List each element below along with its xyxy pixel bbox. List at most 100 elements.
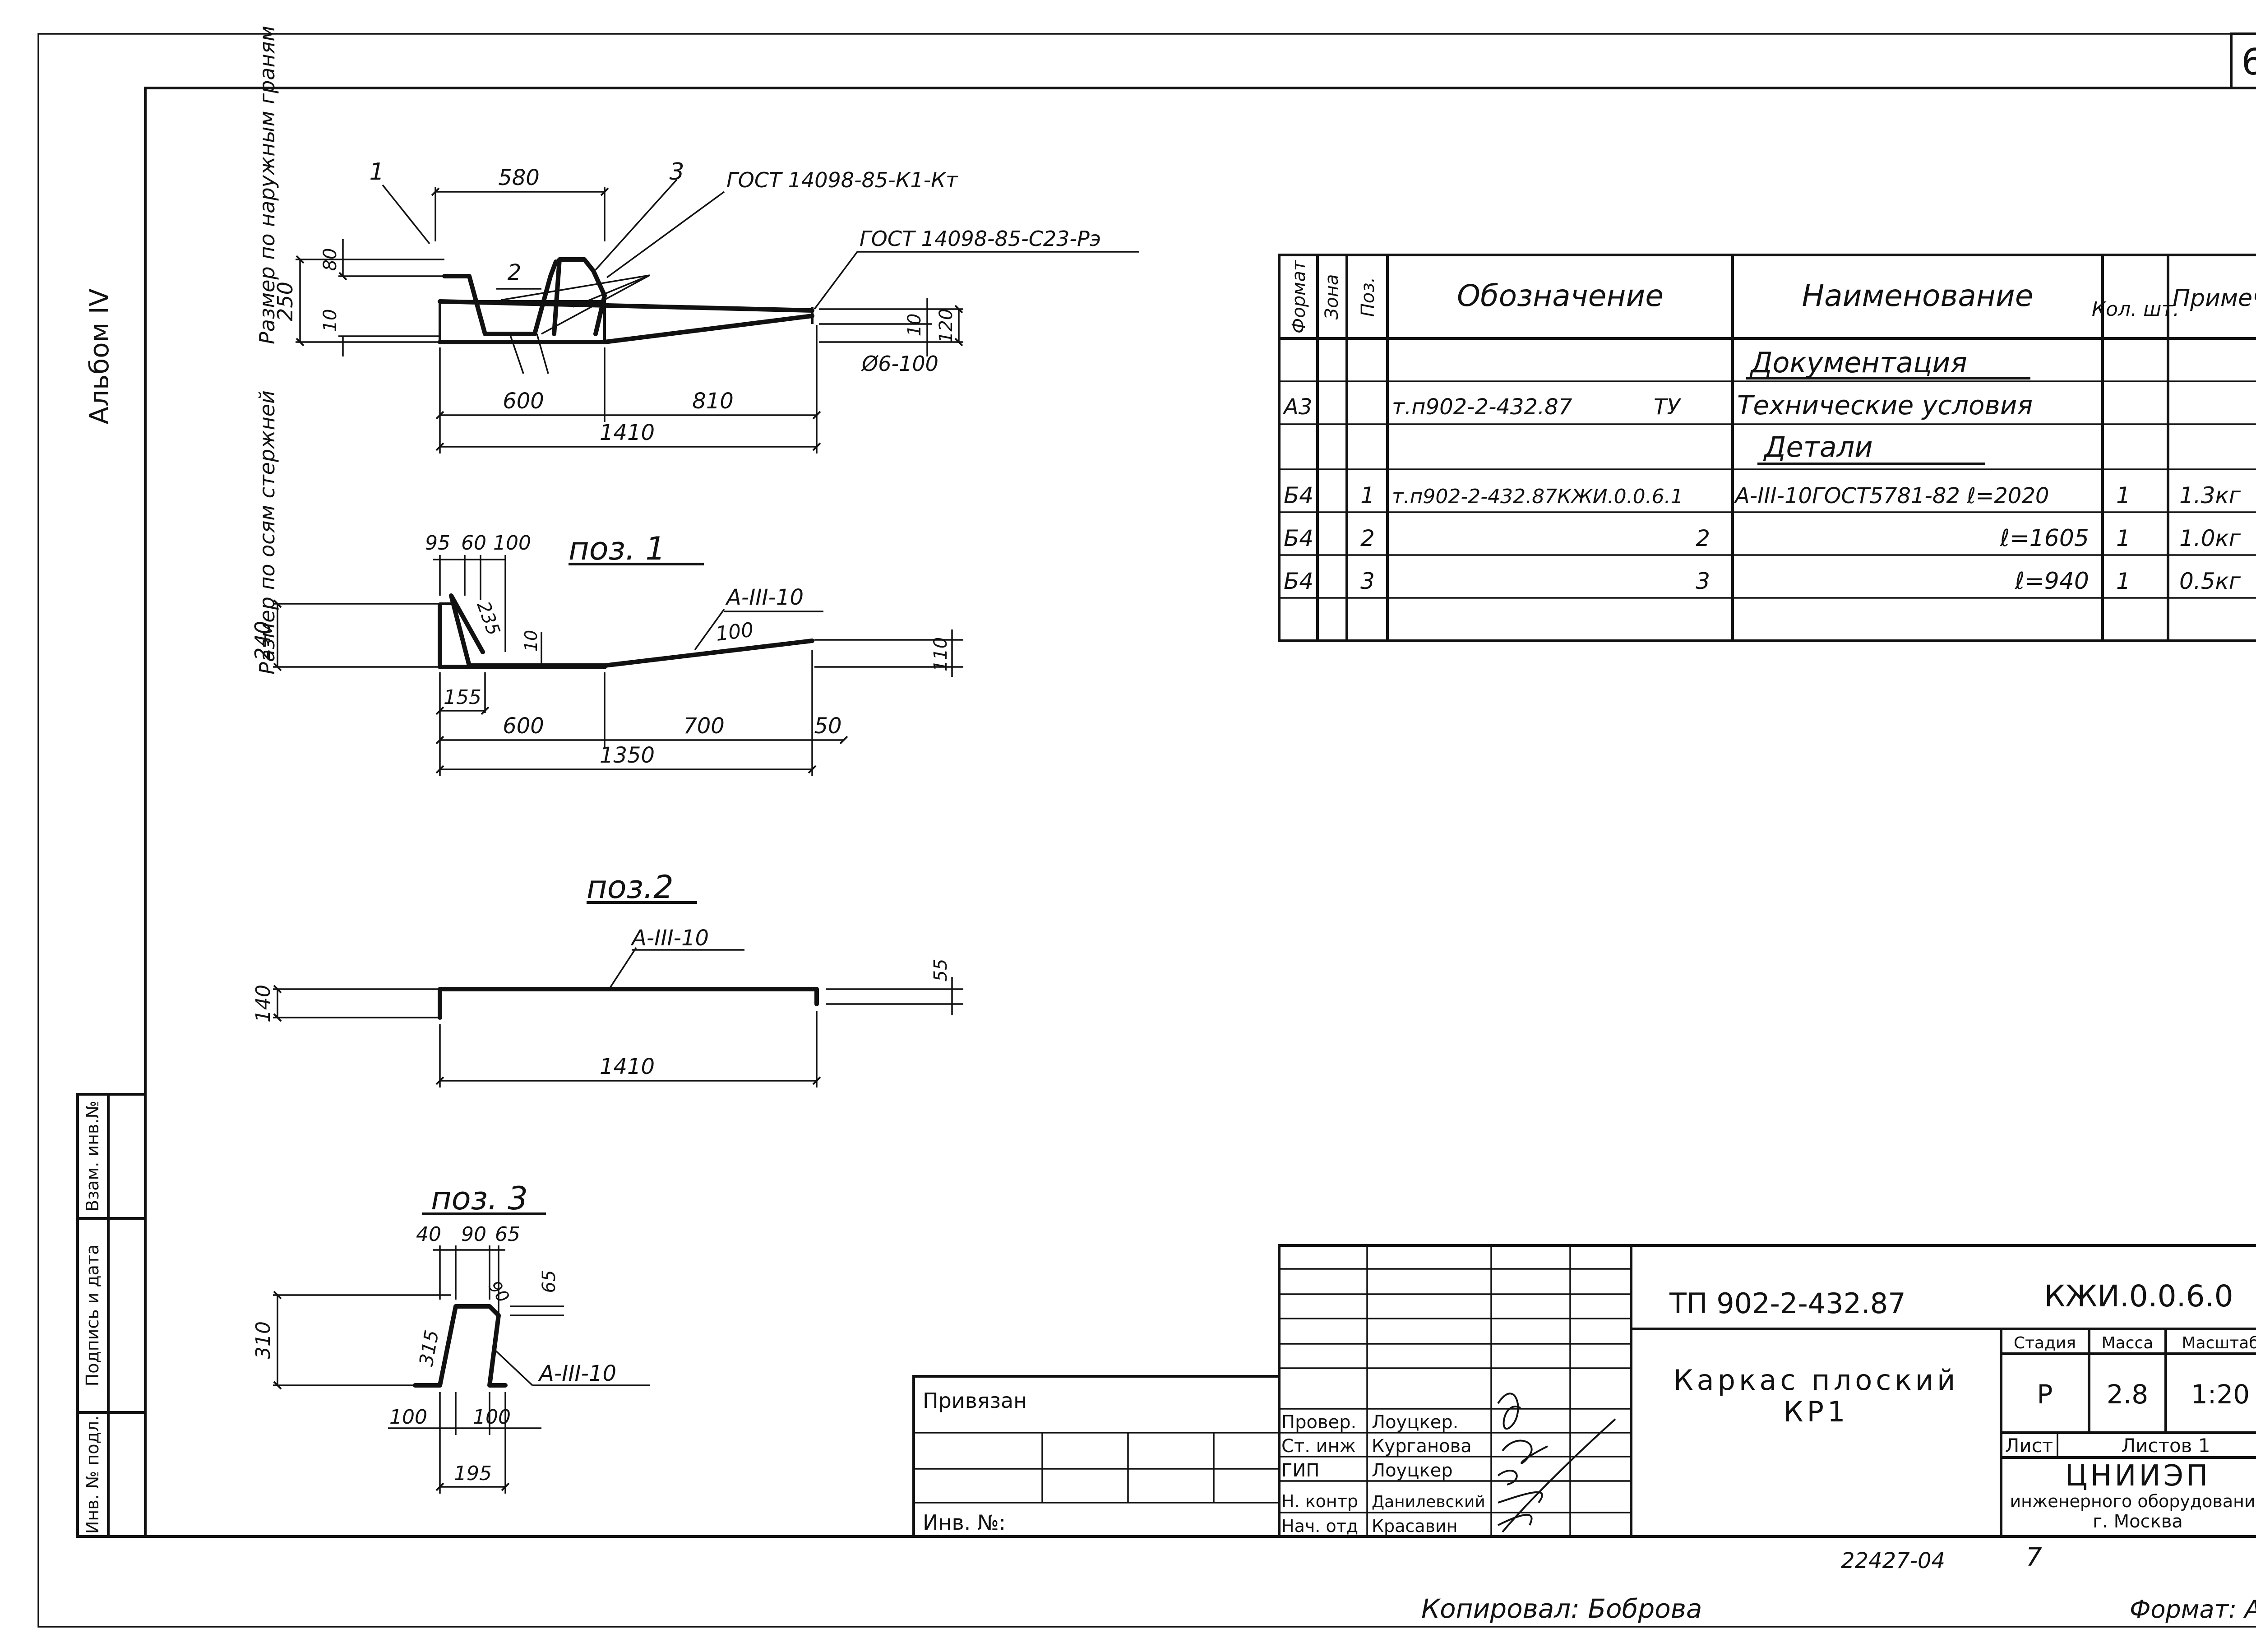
name-4: Красавин bbox=[1372, 1516, 1458, 1536]
pos1-drawing: Размер по осям стержней поз. 1 95 60 100… bbox=[250, 390, 963, 776]
dim-195: 195 bbox=[454, 1462, 492, 1485]
dim-155: 155 bbox=[444, 686, 481, 709]
side-stamp-inv-podl: Инв. № подл. bbox=[83, 1416, 102, 1534]
pos3-rebar: А-III-10 bbox=[538, 1361, 616, 1386]
sheet-label: Лист bbox=[2005, 1435, 2053, 1457]
dim-240: 240 bbox=[250, 621, 275, 661]
spec-table: Формат Зона Поз. Обозначение Наименовани… bbox=[1278, 254, 2256, 642]
table-row: Б4 1 т.п902-2-432.87КЖИ.0.0.6.1 А-III-10… bbox=[1284, 482, 2241, 509]
dim-310: 310 bbox=[252, 1321, 275, 1359]
svg-text:1: 1 bbox=[2116, 568, 2131, 594]
archive-number: 22427-04 bbox=[1841, 1548, 1945, 1573]
dim-110: 110 bbox=[930, 637, 951, 671]
pos2-drawing: поз.2 А-III-10 140 55 1410 bbox=[252, 869, 963, 1087]
dim-80: 80 bbox=[320, 248, 341, 271]
svg-text:ℓ=1605: ℓ=1605 bbox=[2000, 525, 2089, 552]
callout-3: 3 bbox=[669, 158, 684, 185]
title-line2: КР1 bbox=[1784, 1395, 1849, 1428]
spec-doc-name: Технические условия bbox=[1737, 390, 2033, 421]
svg-text:2: 2 bbox=[1360, 525, 1375, 551]
callout-1: 1 bbox=[369, 158, 384, 185]
inv-no-label: Инв. №: bbox=[923, 1510, 1006, 1535]
role-2: ГИП bbox=[1281, 1460, 1319, 1481]
org-line2: инженерного оборудования bbox=[2010, 1491, 2256, 1511]
document-code: КЖИ.0.0.6.0 bbox=[2044, 1279, 2233, 1314]
copied-by: Копировал: Боброва bbox=[1421, 1593, 1702, 1624]
spec-section-docs: Документация bbox=[1749, 346, 1967, 379]
org-name: ЦНИИЭП bbox=[2065, 1459, 2210, 1493]
spec-h-name: Наименование bbox=[1802, 278, 2034, 313]
dim-250: 250 bbox=[273, 282, 297, 321]
gost-kt: ГОСТ 14098-85-К1-Кт bbox=[726, 168, 958, 192]
dim-1410-main: 1410 bbox=[600, 420, 655, 445]
dim-100-slope: 100 bbox=[714, 618, 755, 646]
spec-h-zone: Зона bbox=[1322, 274, 1342, 320]
svg-text:Б4: Б4 bbox=[1284, 482, 1313, 509]
svg-text:1: 1 bbox=[2116, 525, 2131, 551]
table-row: Б4 2 2 ℓ=1605 1 1.0кг bbox=[1284, 525, 2241, 552]
dim-1410-pos2: 1410 bbox=[600, 1054, 655, 1079]
project-code: ТП 902-2-432.87 bbox=[1669, 1287, 1906, 1320]
callout-2: 2 bbox=[508, 260, 522, 285]
spec-h-pos: Поз. bbox=[1358, 277, 1378, 317]
loop-right bbox=[552, 257, 607, 336]
spec-h-qty: Кол. шт. bbox=[2092, 298, 2179, 321]
gost-rz: ГОСТ 14098-85-С23-Рэ bbox=[860, 227, 1101, 251]
outer-border bbox=[37, 33, 2256, 1628]
mass-value: 2.8 bbox=[2107, 1379, 2148, 1410]
pos2-title: поз.2 bbox=[587, 869, 674, 906]
dim-1350: 1350 bbox=[600, 743, 655, 768]
spec-doc-designation: т.п902-2-432.87 bbox=[1392, 394, 1572, 420]
dim-580: 580 bbox=[498, 165, 540, 190]
dim-55: 55 bbox=[930, 959, 951, 982]
dim-65-right: 65 bbox=[539, 1270, 559, 1293]
dim-10-pos1: 10 bbox=[521, 630, 541, 652]
svg-text:3: 3 bbox=[1696, 568, 1710, 594]
side-stamp-vzam: Взам. инв.№ bbox=[83, 1101, 102, 1212]
spec-section-parts: Детали bbox=[1763, 430, 1873, 463]
dim-810: 810 bbox=[692, 389, 734, 414]
sheets-label: Листов 1 bbox=[2122, 1435, 2210, 1457]
svg-text:3: 3 bbox=[1360, 568, 1375, 594]
dim-10-left: 10 bbox=[320, 309, 341, 332]
page-number: 7 bbox=[2026, 1543, 2042, 1572]
mass-label: Масса bbox=[2102, 1334, 2154, 1352]
dim-95: 95 bbox=[425, 532, 450, 555]
table-row: Б4 3 3 ℓ=940 1 0.5кг bbox=[1284, 568, 2241, 595]
title-block: Привязан Инв. №: Провер. Лоуцкер. Ст. ин… bbox=[912, 1244, 2256, 1538]
scale-value: 1:20 bbox=[2191, 1379, 2250, 1410]
name-1: Курганова bbox=[1372, 1436, 1472, 1457]
signatures bbox=[1497, 1393, 1616, 1533]
svg-text:1: 1 bbox=[2116, 482, 2131, 509]
album-label: Альбом IV bbox=[84, 288, 115, 424]
stage-value: Р bbox=[2037, 1379, 2053, 1410]
svg-text:2: 2 bbox=[1696, 525, 1710, 551]
side-stamp-podpis: Подпись и дата bbox=[83, 1245, 102, 1387]
svg-text:т.п902-2-432.87КЖИ.0.0.6.1: т.п902-2-432.87КЖИ.0.0.6.1 bbox=[1392, 485, 1683, 508]
dim-600-main: 600 bbox=[503, 389, 544, 414]
label-outer-size: Размер по наружным граням bbox=[255, 26, 279, 344]
name-2: Лоуцкер bbox=[1372, 1460, 1453, 1481]
dim-90-top: 90 bbox=[461, 1223, 486, 1246]
loop-left bbox=[442, 259, 558, 336]
svg-text:1: 1 bbox=[1360, 482, 1375, 509]
rod-note: Ø6-100 bbox=[861, 352, 938, 376]
sheet-number-box bbox=[2230, 32, 2256, 89]
format-label: Формат: А bbox=[2130, 1595, 2256, 1624]
pos2-bar bbox=[438, 987, 819, 1020]
pos3-title: поз. 3 bbox=[431, 1180, 528, 1217]
svg-text:0.5кг: 0.5кг bbox=[2179, 568, 2241, 594]
dim-60: 60 bbox=[461, 532, 486, 555]
dim-50: 50 bbox=[814, 713, 841, 739]
pos1-title: поз. 1 bbox=[569, 530, 666, 567]
dim-700: 700 bbox=[683, 713, 725, 739]
frame-bar-bottom bbox=[438, 314, 814, 344]
svg-text:А-III-10ГОСТ5781-82 ℓ=2020: А-III-10ГОСТ5781-82 ℓ=2020 bbox=[1734, 483, 2049, 509]
title-line1: Каркас плоский bbox=[1674, 1364, 1959, 1397]
dim-315: 315 bbox=[415, 1328, 443, 1368]
role-4: Нач. отд bbox=[1281, 1516, 1358, 1536]
spec-doc-code: ТУ bbox=[1654, 394, 1681, 420]
dim-40: 40 bbox=[416, 1223, 441, 1246]
svg-text:1.3кг: 1.3кг bbox=[2179, 482, 2241, 509]
